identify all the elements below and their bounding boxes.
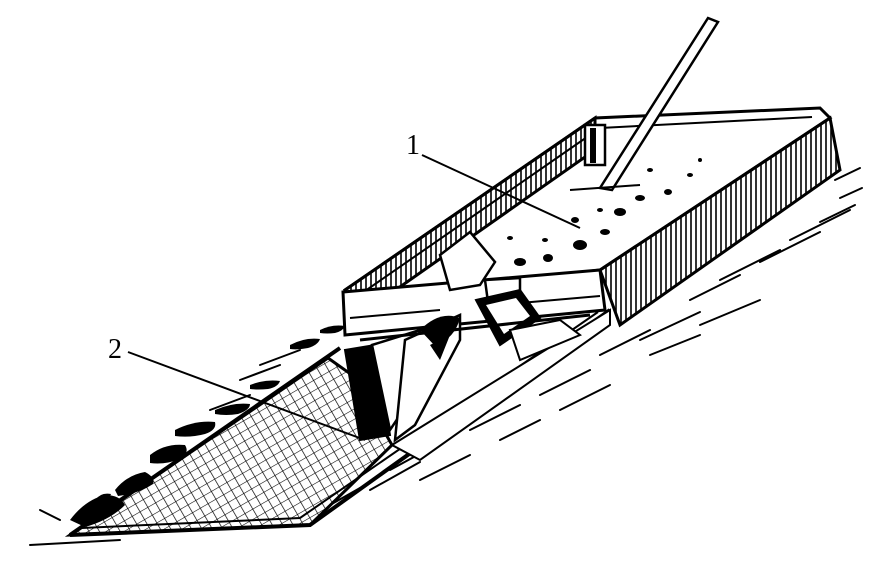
leader-line-1 [421, 154, 581, 229]
sediment-specks [507, 158, 702, 266]
leader-line-2 [127, 351, 366, 441]
callout-label-1: 1 [406, 130, 420, 161]
ground-slope [29, 167, 863, 546]
gate-post [583, 123, 607, 167]
channel-right-wall [389, 308, 611, 462]
rock-debris [70, 325, 345, 527]
outlet-works [343, 230, 591, 443]
inlet-pipe-rod [569, 16, 720, 192]
callout-label-2: 2 [108, 334, 122, 365]
callout-leaders [127, 154, 581, 441]
